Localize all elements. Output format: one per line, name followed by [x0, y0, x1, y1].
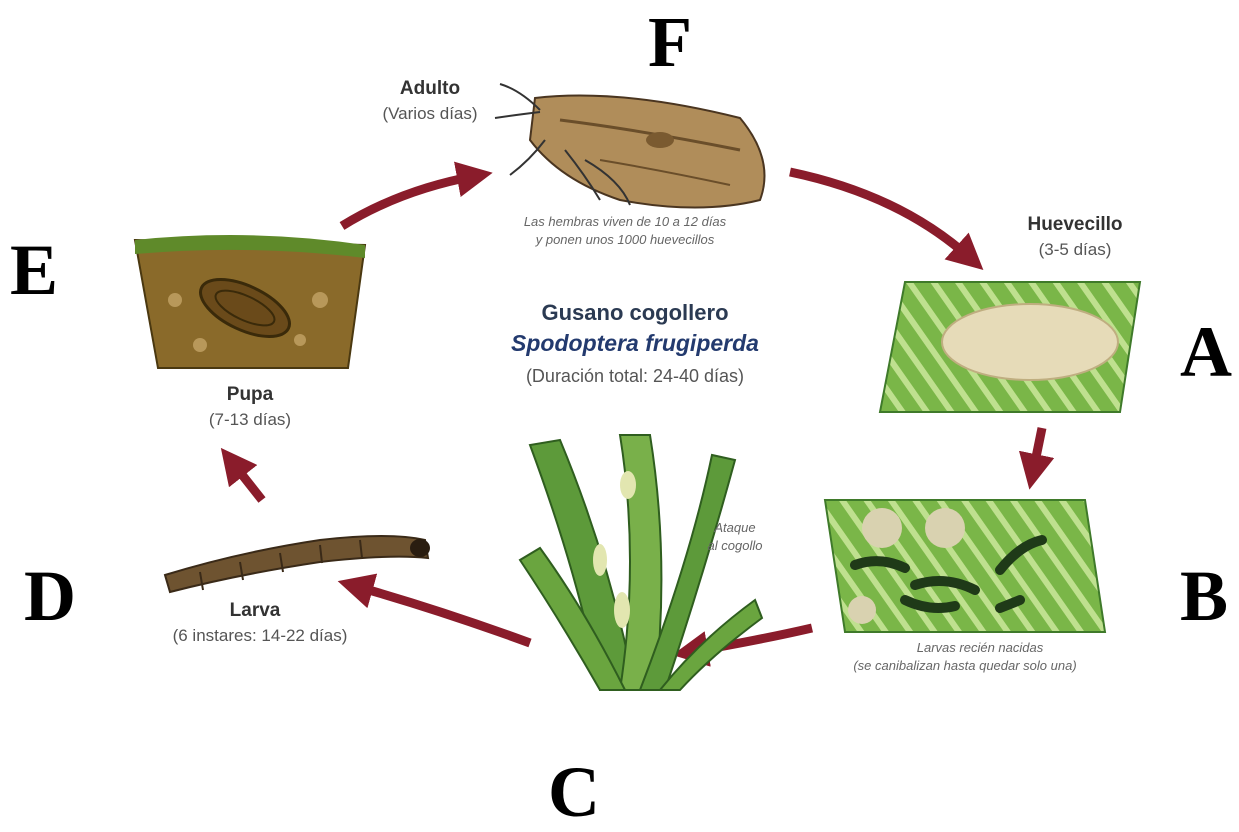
larva-stage-name: Larva [190, 600, 320, 622]
whorl-attack-illustration [520, 435, 762, 690]
arrow-larva-to-pupa [232, 462, 262, 500]
egg-stage-duration: (3-5 días) [1000, 240, 1150, 260]
adult-note-line2: y ponen unos 1000 huevecillos [460, 232, 790, 247]
label-letter-e: E [10, 234, 58, 306]
hatchling-illustration [825, 500, 1105, 632]
larva-illustration [165, 536, 430, 592]
larva-stage-duration: (6 instares: 14-22 días) [115, 626, 405, 646]
arrow-egg-to-hatchling [1033, 428, 1042, 472]
label-letter-c: C [548, 756, 600, 828]
label-letter-b: B [1180, 560, 1228, 632]
egg-stage-name: Huevecillo [1000, 214, 1150, 236]
egg-mass-illustration [880, 282, 1140, 412]
label-letter-a: A [1180, 316, 1232, 388]
label-letter-d: D [24, 560, 76, 632]
hatchling-note-line1: Larvas recién nacidas [820, 640, 1140, 655]
arrow-pupa-to-adult [342, 176, 475, 226]
arrow-adult-to-egg [790, 172, 970, 258]
center-scientific-name: Spodoptera frugiperda [460, 330, 810, 357]
adult-stage-duration: (Varios días) [345, 104, 515, 124]
center-duration: (Duración total: 24-40 días) [460, 366, 810, 387]
adult-note-line1: Las hembras viven de 10 a 12 días [460, 214, 790, 229]
center-title: Gusano cogollero [470, 300, 800, 326]
adult-stage-name: Adulto [360, 78, 500, 100]
pupa-illustration [135, 235, 365, 368]
adult-moth-illustration [495, 84, 765, 208]
attack-note-line1: Ataque [690, 520, 780, 535]
attack-note-line2: al cogollo [690, 538, 780, 553]
hatchling-note-line2: (se canibalizan hasta quedar solo una) [790, 658, 1140, 673]
label-letter-f: F [648, 6, 692, 78]
pupa-stage-name: Pupa [190, 384, 310, 406]
pupa-stage-duration: (7-13 días) [175, 410, 325, 430]
